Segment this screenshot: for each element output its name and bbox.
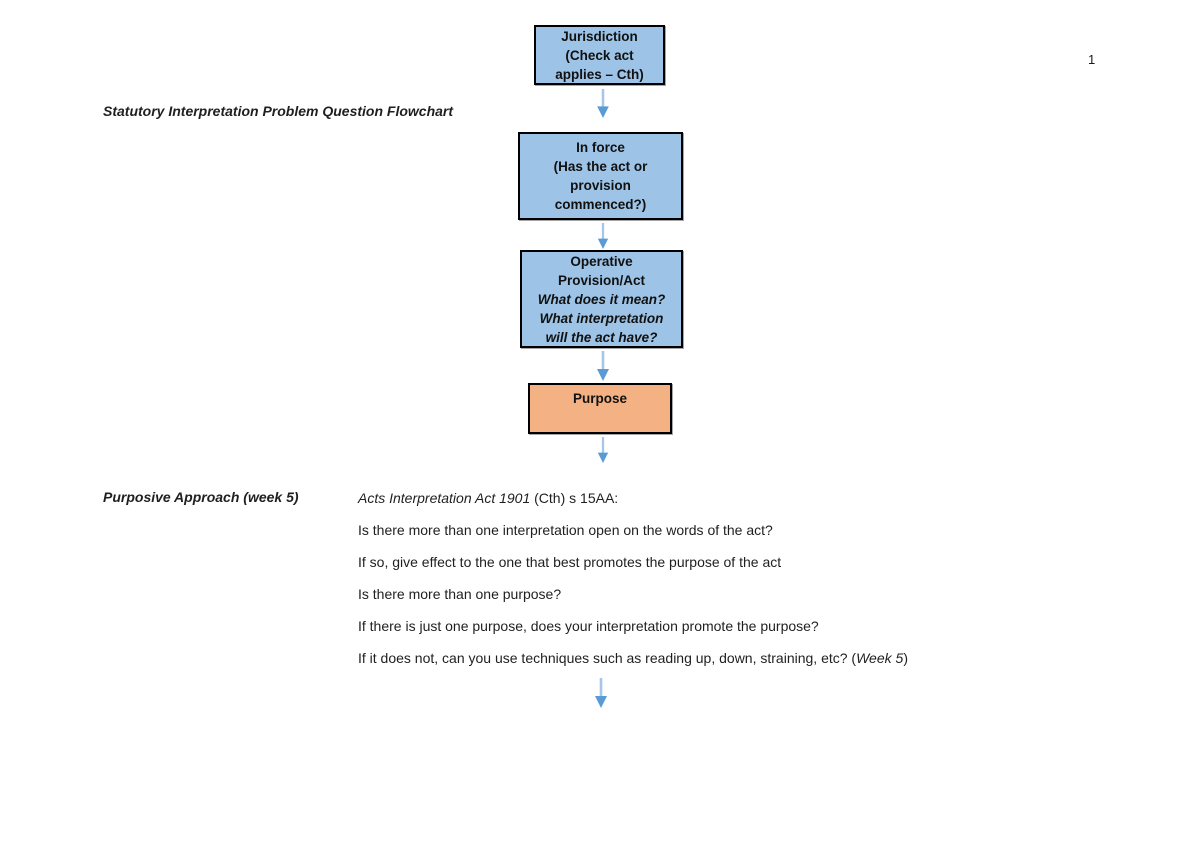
arrow-down-icon bbox=[597, 351, 609, 381]
box-text-line: applies – Cth) bbox=[555, 66, 644, 82]
box-text-line: Operative bbox=[570, 253, 633, 269]
box-text-line: Provision/Act bbox=[557, 272, 646, 288]
box-text-line: What interpretation bbox=[539, 310, 664, 326]
arrow-down-icon bbox=[597, 223, 609, 249]
box-text-line: will the act have? bbox=[545, 329, 658, 345]
body-line: Is there more than one interpretation op… bbox=[358, 522, 773, 538]
body-line-final: If it does not, can you use techniques s… bbox=[358, 649, 998, 668]
act-reference-rest: (Cth) s 15AA: bbox=[530, 490, 619, 506]
body-line: If so, give effect to the one that best … bbox=[358, 554, 782, 570]
arrow-down-icon bbox=[597, 437, 609, 463]
body-line: If there is just one purpose, does your … bbox=[358, 618, 819, 634]
purposive-body-text: Acts Interpretation Act 1901 (Cth) s 15A… bbox=[358, 489, 998, 681]
final-line-suffix: ) bbox=[903, 650, 908, 666]
box-text-line: Jurisdiction bbox=[561, 28, 638, 44]
arrow-down-icon bbox=[597, 89, 609, 118]
flow-box-in-force: In force (Has the act or provision comme… bbox=[518, 132, 683, 220]
body-line: Is there more than one purpose? bbox=[358, 586, 562, 602]
box-text-line: commenced?) bbox=[554, 197, 647, 212]
box-text-line: What does it mean? bbox=[537, 291, 666, 307]
box-text-line: Purpose bbox=[572, 391, 627, 406]
flow-box-jurisdiction: Jurisdiction (Check act applies – Cth) bbox=[534, 25, 665, 85]
box-text-line: In force bbox=[576, 140, 625, 155]
box-text-line: (Has the act or bbox=[553, 159, 648, 174]
arrow-down-icon bbox=[595, 678, 607, 708]
act-reference-line: Acts Interpretation Act 1901 (Cth) s 15A… bbox=[358, 489, 998, 508]
flow-box-operative-provision: Operative Provision/Act What does it mea… bbox=[520, 250, 683, 348]
flow-box-purpose: Purpose bbox=[528, 383, 672, 434]
flowchart-title: Statutory Interpretation Problem Questio… bbox=[103, 103, 454, 119]
box-text-line: provision bbox=[570, 178, 631, 193]
final-line-prefix: If it does not, can you use techniques s… bbox=[358, 650, 857, 666]
purposive-approach-label: Purposive Approach (week 5) bbox=[103, 489, 299, 505]
page-number: 1 bbox=[1088, 52, 1096, 67]
box-text-line: (Check act bbox=[565, 47, 634, 63]
final-line-italic: Week 5 bbox=[856, 650, 904, 666]
act-reference-italic: Acts Interpretation Act 1901 bbox=[358, 490, 531, 506]
